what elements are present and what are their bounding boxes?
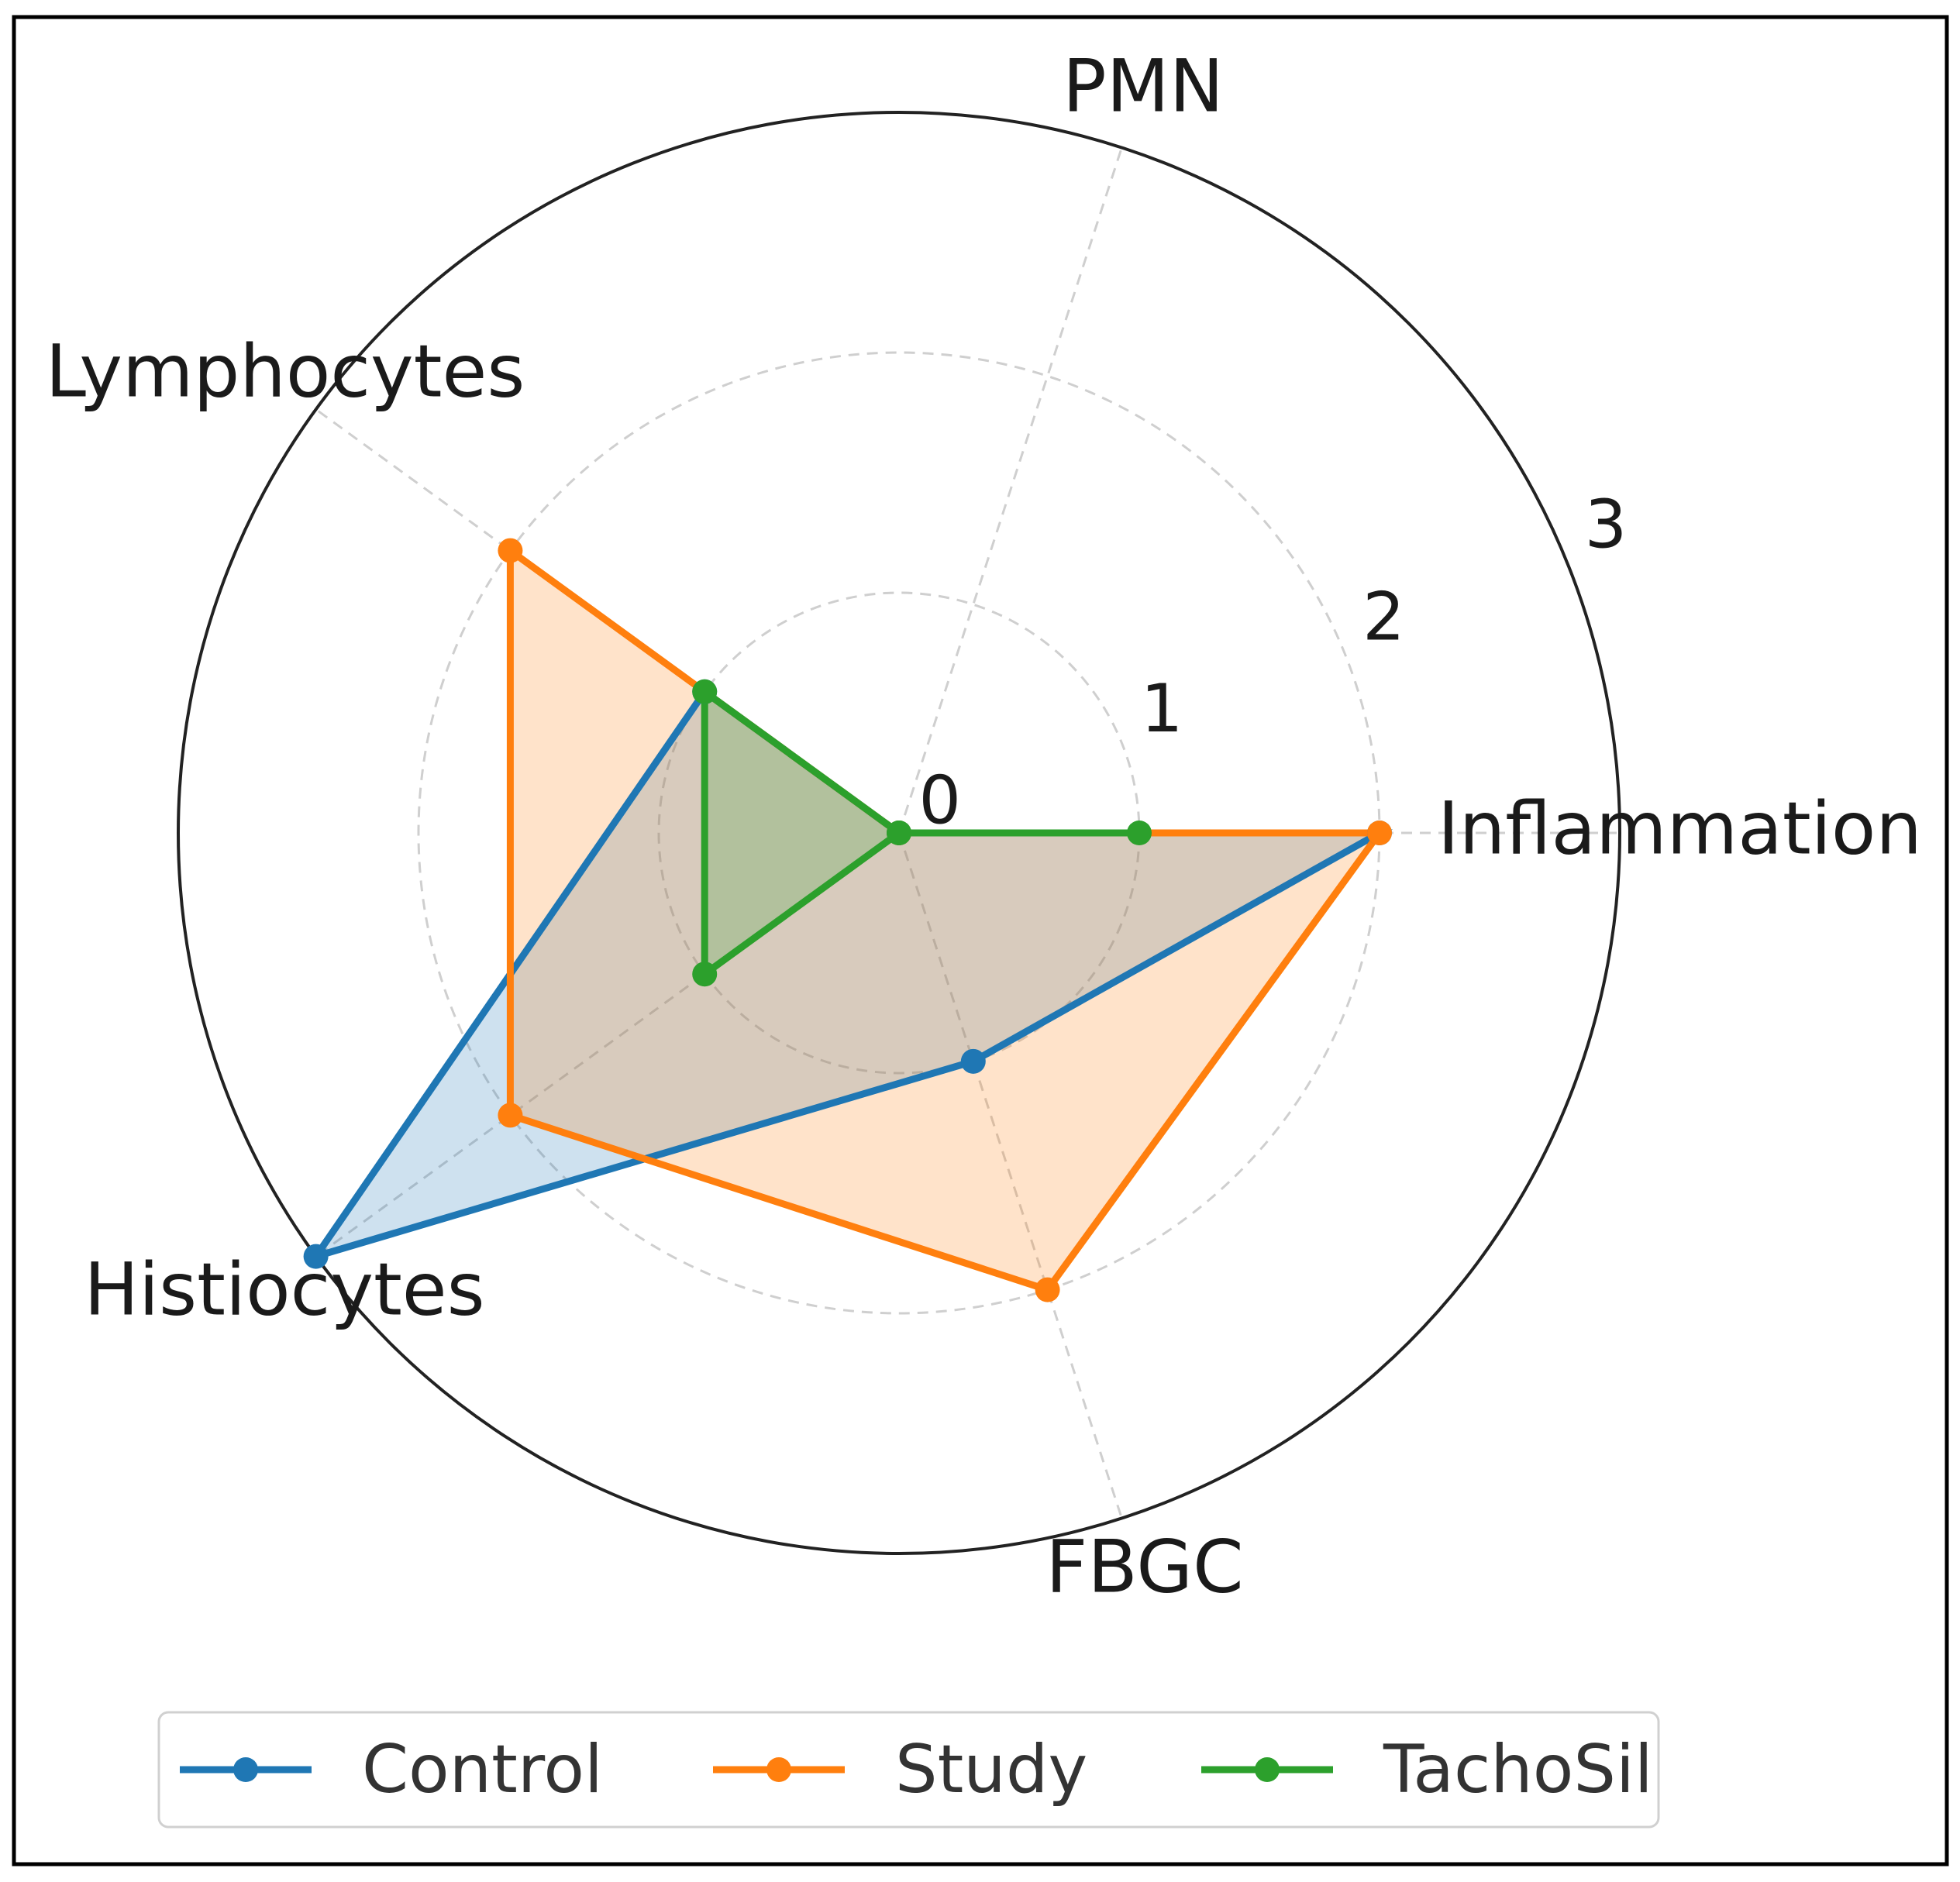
grid-spoke-fbgc [897, 832, 1123, 1519]
axis-label-inflammation: Inflammation [1438, 787, 1922, 872]
axis-label-histiocytes: Histiocytes [84, 1248, 484, 1333]
axis-label-pmn: PMN [1063, 45, 1224, 129]
legend: Control Study TachoSil [157, 1711, 1660, 1829]
radial-tick-labels: 0 1 2 3 [918, 487, 1627, 840]
legend-marker-study [766, 1757, 791, 1782]
point-study-fbgc [1035, 1277, 1060, 1302]
tick-label-0: 0 [918, 762, 961, 840]
tick-label-3: 3 [1585, 487, 1628, 564]
figure-frame [12, 15, 1949, 1867]
point-study-lymphocytes [498, 538, 523, 563]
area-study [510, 550, 1380, 1290]
legend-label-control: Control [362, 1731, 603, 1808]
point-tachosil-fbgc [887, 821, 911, 845]
point-control-histiocytes [303, 1244, 329, 1269]
legend-marker-tachosil [1255, 1757, 1280, 1782]
grid-layer [177, 111, 1621, 1555]
line-tachosil [701, 684, 1139, 982]
axis-labels: Inflammation PMN LymphocytesHistiocytesFBG… [46, 45, 1922, 1610]
series-lines [307, 543, 1393, 1294]
legend-marker-control [233, 1757, 258, 1782]
grid-spoke-pmn [897, 147, 1123, 834]
axis-label-lymphocytes: Lymphocytes [46, 330, 525, 415]
point-tachosil-histiocytes [692, 962, 718, 987]
area-tachosil [704, 691, 1139, 975]
tick-label-1: 1 [1141, 670, 1183, 748]
point-study-inflammation [1367, 821, 1392, 845]
point-control-fbgc [960, 1048, 986, 1074]
series-markers [303, 538, 1392, 1302]
point-tachosil-lymphocytes [692, 679, 718, 704]
legend-label-study: Study [895, 1731, 1087, 1808]
point-tachosil-inflammation [1127, 821, 1152, 845]
legend-label-tachosil: TachoSil [1383, 1731, 1653, 1808]
legend-box [157, 1711, 1660, 1829]
axis-label-fbgc: FBGC [1045, 1526, 1243, 1610]
outer-circle [177, 111, 1621, 1555]
tick-label-2: 2 [1362, 578, 1405, 655]
point-study-histiocytes [498, 1103, 523, 1128]
